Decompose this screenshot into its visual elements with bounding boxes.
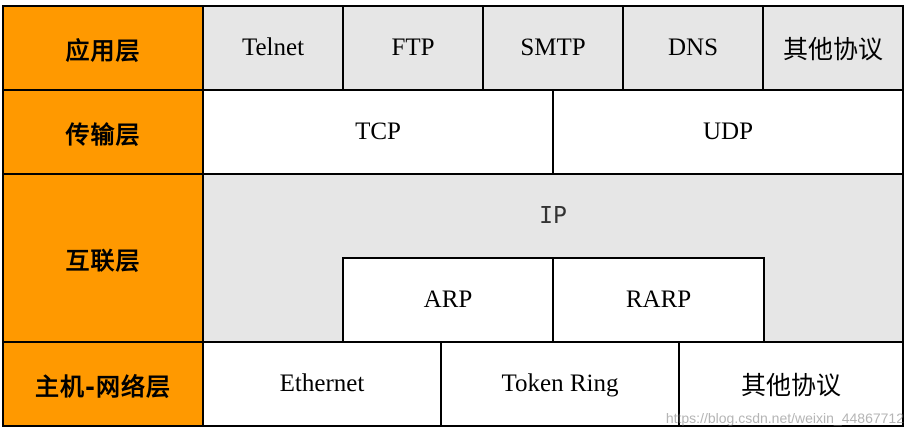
watermark-text: https://blog.csdn.net/weixin_44867712 xyxy=(665,410,904,426)
layer-application: 应用层 xyxy=(2,5,204,91)
protocol-telnet: Telnet xyxy=(202,5,344,91)
protocol-tcp: TCP xyxy=(202,89,554,175)
protocol-other-host-network: 其他协议 xyxy=(678,341,904,427)
layer-transport: 传输层 xyxy=(2,89,204,175)
protocol-ip: IP xyxy=(539,203,567,229)
protocol-token-ring: Token Ring xyxy=(440,341,680,427)
layer-host-network: 主机-网络层 xyxy=(2,341,204,427)
protocol-dns: DNS xyxy=(622,5,764,91)
protocol-other-application: 其他协议 xyxy=(762,5,904,91)
protocol-ethernet: Ethernet xyxy=(202,341,442,427)
protocol-arp: ARP xyxy=(342,257,554,343)
protocol-ftp: FTP xyxy=(342,5,484,91)
protocol-rarp: RARP xyxy=(552,257,765,343)
protocol-smtp: SMTP xyxy=(482,5,624,91)
layer-internet: 互联层 xyxy=(2,173,204,343)
protocol-udp: UDP xyxy=(552,89,904,175)
